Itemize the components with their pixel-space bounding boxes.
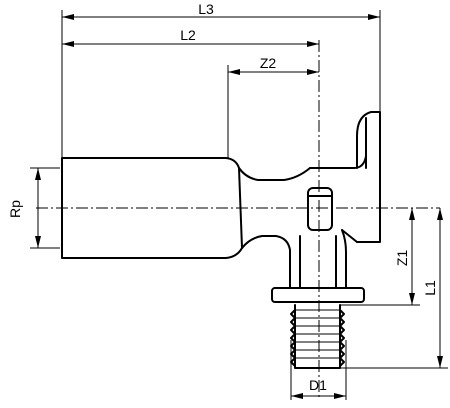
arrow-z2-left <box>228 69 240 75</box>
body-flange-fillet <box>341 229 358 243</box>
label-d1: D1 <box>309 377 327 393</box>
internal-bore <box>307 187 333 231</box>
label-l1: L1 <box>422 280 438 296</box>
outlet-left-wall <box>275 235 291 289</box>
arrow-l2-right <box>307 41 319 47</box>
serrated-insert <box>294 304 341 369</box>
dimension-z1: Z1 <box>394 208 415 305</box>
dimension-z2: Z2 <box>228 55 319 75</box>
arrow-rp-bottom <box>35 236 41 248</box>
arrow-l3-left <box>62 14 74 20</box>
label-z1: Z1 <box>394 250 410 267</box>
dimension-rp: Rp <box>7 168 41 248</box>
center-lines <box>36 40 440 400</box>
extension-lines <box>30 10 448 400</box>
arrow-z2-right <box>307 69 319 75</box>
dimension-l3: L3 <box>62 1 380 20</box>
arrow-l2-left <box>62 41 74 47</box>
dimension-l2: L2 <box>62 27 319 47</box>
arrow-d1-left <box>291 393 303 399</box>
neck-top <box>238 167 311 181</box>
arrow-d1-right <box>334 393 346 399</box>
label-rp: Rp <box>7 200 23 218</box>
neck-bottom <box>241 235 277 249</box>
dimension-d1: D1 <box>291 377 346 399</box>
arrow-l1-bottom <box>437 356 443 368</box>
arrow-rp-top <box>35 168 41 180</box>
arrow-l1-top <box>437 208 443 220</box>
serration-right <box>339 309 345 367</box>
label-l3: L3 <box>198 1 214 17</box>
label-l2: L2 <box>180 27 196 43</box>
label-z2: Z2 <box>260 55 277 71</box>
arrow-z1-top <box>409 208 415 220</box>
insert-serrations <box>290 309 345 367</box>
outlet-right-wall <box>341 229 347 289</box>
dimension-l1: L1 <box>422 208 443 368</box>
arrow-l3-right <box>368 14 380 20</box>
arrow-z1-bottom <box>409 293 415 305</box>
fitting-body <box>61 111 381 369</box>
press-collar <box>271 287 365 303</box>
serration-left <box>290 309 296 367</box>
wall-flange <box>356 111 381 243</box>
